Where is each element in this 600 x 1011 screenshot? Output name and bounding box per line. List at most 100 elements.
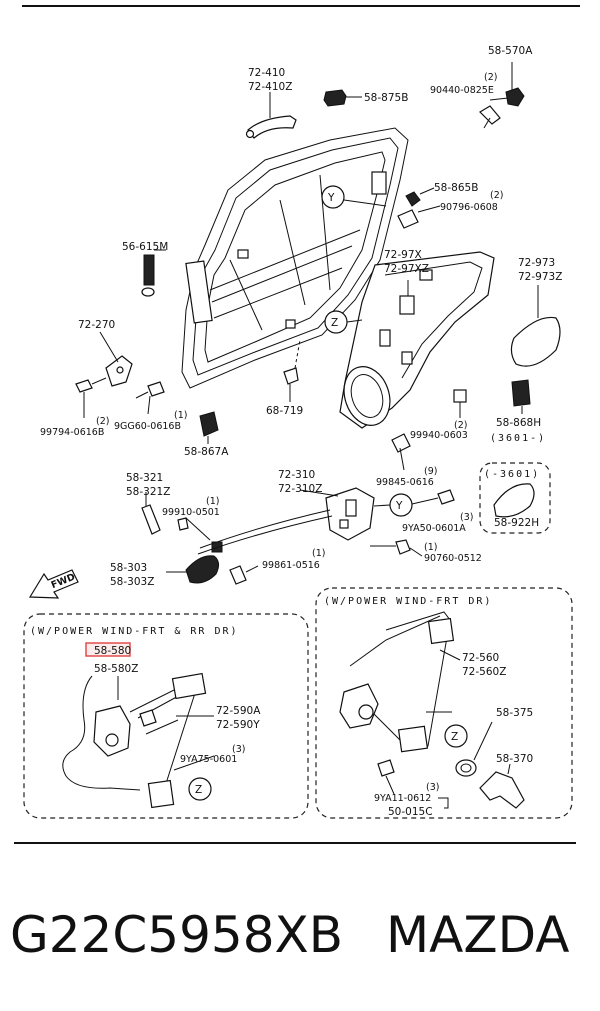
label-72-310z: 72-310Z [278,483,322,495]
bolt-90760 [370,539,423,557]
label-90760: 90760-0512 [424,553,482,564]
label-9ya50: 9YA50-0601A [402,523,466,534]
nut-99940 [453,389,467,418]
label-58-303z: 58-303Z [110,576,154,588]
label-56-615m: 56-615M [122,241,168,253]
qty-99910: (1) [206,496,219,507]
clip-99910 [177,517,223,553]
callout-z-3-text: Z [451,731,458,743]
bolt-left-box [139,709,157,727]
cover-58-922h [493,483,535,518]
qty-90796: (2) [490,190,503,201]
label-99910: 99910-0501 [162,507,220,518]
door-module-panel [339,251,495,429]
brand-name: MAZDA [386,906,569,964]
label-90440: 90440-0825E [430,85,494,96]
label-58-370: 58-370 [496,753,533,765]
code-3601-b: (-3601) [484,469,540,480]
label-58-580: 58-580 [94,645,131,657]
screw-99861 [229,565,259,585]
handle-cap [323,89,362,107]
label-72-270: 72-270 [78,319,115,331]
screw-90440 [479,105,501,129]
label-99861: 99861-0516 [262,560,320,571]
crank-58-370 [479,763,525,809]
door-frame [181,127,409,389]
label-58-321: 58-321 [126,472,163,484]
qty-99940: (2) [454,420,467,431]
label-58-580z: 58-580Z [94,663,138,675]
highlight-58-580 [85,642,131,657]
callout-y-1-text: Y [327,192,335,204]
clip-68-719 [283,367,299,402]
bracket-72-270 [99,331,133,387]
label-72-410: 72-410 [248,67,285,79]
callout-z-2 [188,777,212,801]
label-72-560: 72-560 [462,652,499,664]
label-58-321z: 58-321Z [126,486,170,498]
plug-56-615m [141,249,166,297]
part-number: G22C5958XB [10,906,343,964]
label-99845: 99845-0616 [376,477,434,488]
label-72-410z: 72-410Z [248,81,292,93]
box-right-title: (W/POWER WIND-FRT DR) [324,596,492,607]
label-58-375: 58-375 [496,707,533,719]
label-68-719: 68-719 [266,405,303,417]
qty-9ya11: (3) [426,782,439,793]
variant-box-3601 [479,462,551,534]
bezel-58-303 [166,555,220,584]
bolt-9ya50 [411,489,455,505]
window-regulator-right [339,611,461,753]
label-9gg60: 9GG60-0616B [114,421,181,432]
box-left-title: (W/POWER WIND-FRT & RR DR) [30,626,239,637]
callout-y-1 [321,185,345,209]
qty-9ya50: (3) [460,512,473,523]
outer-door-handle [245,92,297,139]
label-99794: 99794-0616B [40,427,104,438]
latch-58-867a [199,411,219,444]
label-58-867a: 58-867A [184,446,229,458]
label-72-590a: 72-590A [216,705,261,717]
callout-y-2-text: Y [395,500,403,512]
screw-99845 [391,433,411,471]
escutcheon-58-375 [455,721,493,777]
bolt-9gg60 [135,381,165,415]
cover-72-973 [510,285,561,367]
callout-z-2-text: Z [195,784,202,796]
label-50-015c: 50-015C [388,806,433,818]
qty-99845: (9) [424,466,437,477]
window-regulator-left [62,672,215,809]
bracket-58-865b [405,187,435,207]
label-72-310: 72-310 [278,469,315,481]
code-3601-a: (3601-) [490,433,546,444]
qty-90760: (1) [424,542,437,553]
qty-99861: (1) [312,548,325,559]
label-58-875b: 58-875B [364,92,408,104]
fwd-arrow [28,569,79,599]
label-90796: 90796-0608 [440,202,498,213]
label-58-570a: 58-570A [488,45,533,57]
qty-99794: (2) [96,416,109,427]
label-9ya11: 9YA11-0612 [374,793,431,804]
box-power-wind-frt [315,587,573,819]
box-power-wind-frt-rr [23,613,309,819]
lock-clip [489,62,525,107]
qty-9ya75: (3) [232,744,245,755]
door-lock-72-310 [197,487,375,555]
label-58-303: 58-303 [110,562,147,574]
label-72-590y: 72-590Y [216,719,260,731]
label-72-560z: 72-560Z [462,666,506,678]
callout-z-3 [444,724,468,748]
label-9ya75: 9YA75-0601 [180,754,237,765]
callout-z-1-text: Z [331,317,338,329]
label-72-97x: 72-97X [384,249,422,261]
inner-handle-58-321 [141,492,161,535]
label-58-865b: 58-865B [434,182,478,194]
qty-9gg60: (1) [174,410,187,421]
label-58-868h: 58-868H [496,417,541,429]
label-99940: 99940-0603 [410,430,468,441]
grommet-58-868h [511,379,531,414]
bolt-99794 [75,377,107,418]
label-72-973z: 72-973Z [518,271,562,283]
